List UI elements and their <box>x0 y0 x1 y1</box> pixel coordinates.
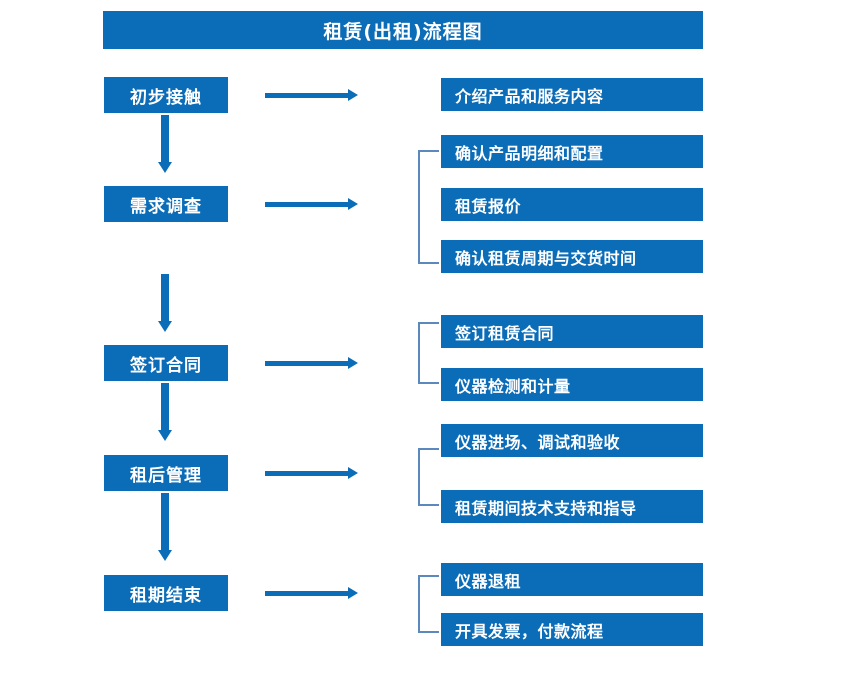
horizontal-arrow-icon-1 <box>265 89 358 101</box>
horizontal-arrow-icon-5 <box>265 587 358 599</box>
detail-node-introduce-products-services[interactable]: 介绍产品和服务内容 <box>441 78 703 111</box>
detail-node-confirm-rental-period-delivery[interactable]: 确认租赁周期与交货时间 <box>441 240 703 273</box>
group-bracket-sign-contract <box>418 322 439 384</box>
stage-node-initial-contact[interactable]: 初步接触 <box>104 77 228 113</box>
group-bracket-requirement-survey <box>418 150 439 264</box>
horizontal-arrow-icon-3 <box>265 357 358 369</box>
group-bracket-rental-end <box>418 575 439 633</box>
stage-node-rental-end[interactable]: 租期结束 <box>104 575 228 611</box>
horizontal-arrow-icon-4 <box>265 467 358 479</box>
group-bracket-post-rental-management <box>418 448 439 506</box>
stage-node-requirement-survey[interactable]: 需求调查 <box>104 186 228 222</box>
vertical-arrow-icon-1 <box>158 115 172 173</box>
flowchart-title: 租赁(出租)流程图 <box>103 11 703 49</box>
vertical-arrow-icon-4 <box>158 493 172 561</box>
vertical-arrow-icon-2 <box>158 274 172 332</box>
detail-node-sign-rental-contract[interactable]: 签订租赁合同 <box>441 315 703 348</box>
detail-node-technical-support-guidance[interactable]: 租赁期间技术支持和指导 <box>441 490 703 523</box>
detail-node-confirm-product-details-config[interactable]: 确认产品明细和配置 <box>441 135 703 168</box>
stage-node-post-rental-management[interactable]: 租后管理 <box>104 455 228 491</box>
detail-node-instrument-return[interactable]: 仪器退租 <box>441 563 703 596</box>
stage-node-sign-contract[interactable]: 签订合同 <box>104 345 228 381</box>
detail-node-instrument-inspection-metering[interactable]: 仪器检测和计量 <box>441 368 703 401</box>
detail-node-invoice-payment-process[interactable]: 开具发票，付款流程 <box>441 613 703 646</box>
vertical-arrow-icon-3 <box>158 383 172 441</box>
detail-node-instrument-entry-debug-acceptance[interactable]: 仪器进场、调试和验收 <box>441 424 703 457</box>
horizontal-arrow-icon-2 <box>265 198 358 210</box>
detail-node-rental-quotation[interactable]: 租赁报价 <box>441 188 703 221</box>
